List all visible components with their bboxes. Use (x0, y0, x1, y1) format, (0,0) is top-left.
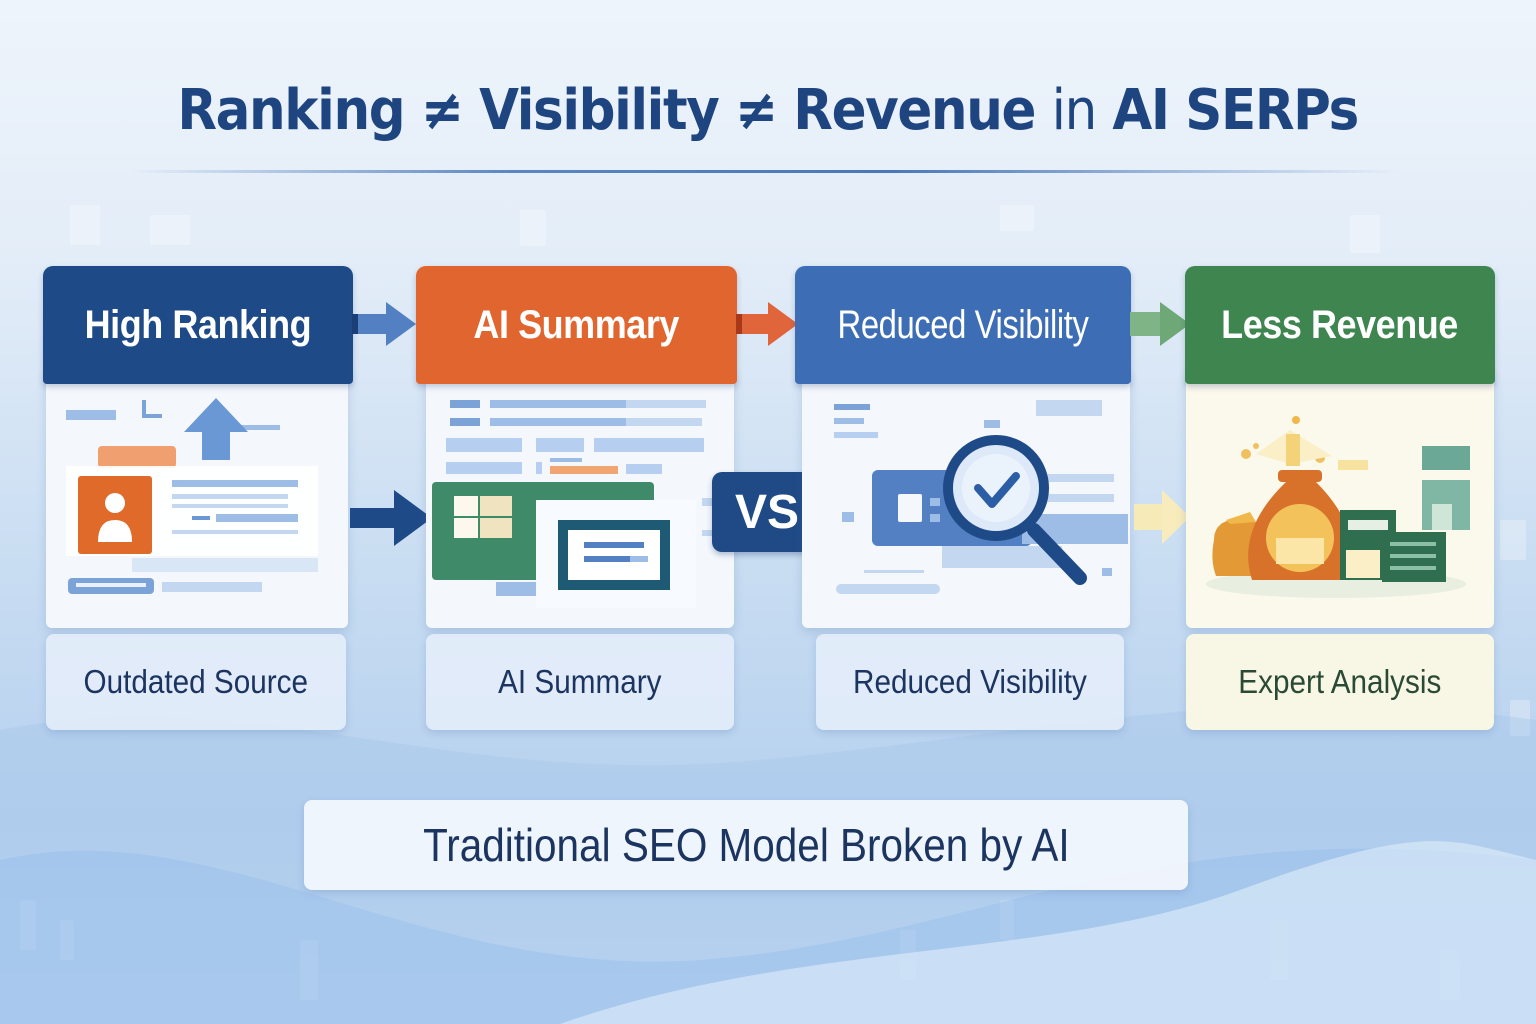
not-equal-icon: ≠ (735, 78, 778, 143)
stage-header-less-revenue: Less Revenue (1185, 266, 1495, 384)
stage-header-ai-summary: AI Summary (416, 266, 737, 384)
stage-card-reduced-visibility (802, 370, 1130, 628)
page-title: Ranking ≠ Visibility ≠ Revenue in AI SER… (0, 78, 1536, 143)
stage-header-high-ranking: High Ranking (43, 266, 353, 384)
stage-card-high-ranking (46, 370, 348, 628)
ai-summary-document-icon (432, 400, 722, 608)
stage-card-ai-summary (426, 370, 734, 628)
footer-caption: Traditional SEO Model Broken by AI (304, 800, 1188, 890)
not-equal-icon: ≠ (421, 78, 464, 143)
title-visibility: Visibility (479, 78, 721, 143)
title-divider (130, 170, 1400, 173)
stage-card-less-revenue (1186, 370, 1494, 628)
arrow-right-icon (736, 302, 798, 346)
arrow-right-icon (350, 490, 432, 546)
money-bag-icon (1206, 416, 1470, 598)
stage-header-reduced-visibility: Reduced Visibility (795, 266, 1131, 384)
title-ai-serps: AI SERPs (1112, 78, 1360, 143)
ranking-document-icon (66, 398, 318, 594)
stage-label-ai-summary: AI Summary (426, 634, 734, 730)
stage-label-reduced-visibility: Reduced Visibility (816, 634, 1124, 730)
magnifier-check-icon (834, 400, 1128, 594)
arrow-right-icon (1130, 302, 1190, 346)
background-waves (0, 705, 1536, 1024)
title-ranking: Ranking (177, 78, 406, 143)
stage-label-expert-analysis: Expert Analysis (1186, 634, 1494, 730)
title-connector: in (1052, 78, 1098, 143)
arrow-right-icon (1134, 490, 1190, 544)
arrow-right-icon (352, 302, 416, 346)
title-revenue: Revenue (793, 78, 1037, 143)
stage-label-outdated-source: Outdated Source (46, 634, 346, 730)
